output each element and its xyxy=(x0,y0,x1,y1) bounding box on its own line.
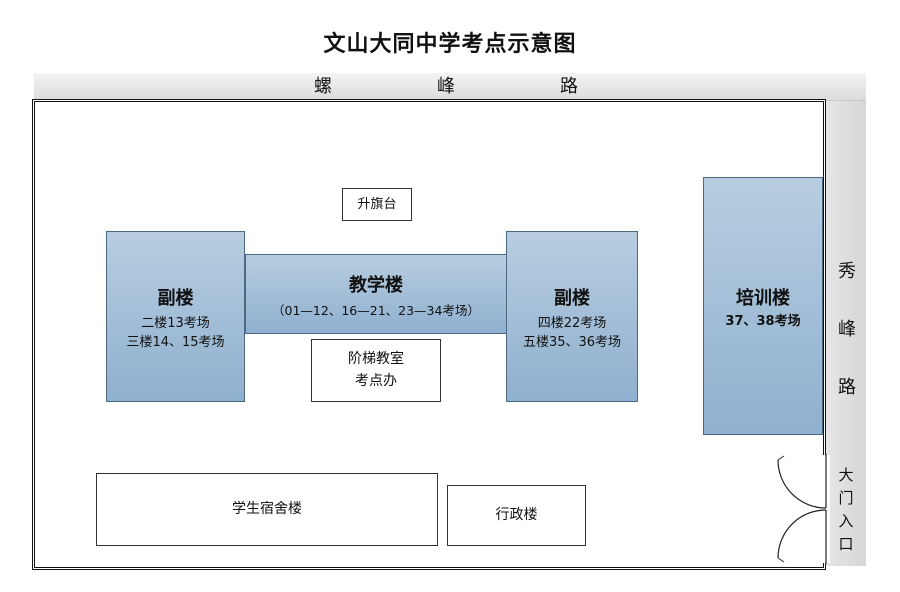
annex-right-name: 副楼 xyxy=(554,288,590,309)
lecture-hall-name: 阶梯教室 xyxy=(348,351,404,367)
annex-right-building[interactable]: 副楼 四楼22考场 五楼35、36考场 xyxy=(506,231,638,402)
road-right-char-3: 路 xyxy=(838,377,856,398)
map-title: 文山大同中学考点示意图 xyxy=(323,31,577,57)
annex-left-name: 副楼 xyxy=(157,288,194,309)
annex-right-floor-4: 四楼22考场 xyxy=(537,316,607,331)
gate-char-1: 大 xyxy=(838,466,854,484)
exam-office-label: 考点办 xyxy=(355,373,397,389)
road-top-label: 螺 峰 路 xyxy=(300,74,600,100)
annex-left-building[interactable]: 副楼 二楼13考场 三楼14、15考场 xyxy=(106,231,245,402)
road-top-char-3: 路 xyxy=(560,76,578,97)
gate-opening xyxy=(820,455,830,563)
training-building-name: 培训楼 xyxy=(736,288,790,309)
annex-left-floor-3: 三楼14、15考场 xyxy=(126,335,225,350)
road-top-char-2: 峰 xyxy=(437,76,455,97)
training-building[interactable]: 培训楼 37、38考场 xyxy=(703,177,823,435)
student-dormitory[interactable]: 学生宿舍楼 xyxy=(96,473,438,546)
annex-left-floor-2: 二楼13考场 xyxy=(141,316,210,331)
administration-building-label: 行政楼 xyxy=(495,507,538,523)
road-top-char-1: 螺 xyxy=(314,76,332,97)
road-right-char-2: 峰 xyxy=(838,319,856,340)
administration-building[interactable]: 行政楼 xyxy=(447,485,586,546)
teaching-building-name: 教学楼 xyxy=(349,275,403,296)
gate-char-4: 口 xyxy=(838,535,854,553)
main-gate-label: 大 门 入 口 xyxy=(834,464,858,556)
teaching-building[interactable]: 教学楼 （01—12、16—21、23—34考场） xyxy=(245,254,507,334)
flag-platform[interactable]: 升旗台 xyxy=(342,188,412,221)
road-right-label: 秀 峰 路 xyxy=(836,262,858,436)
main-gate-icon[interactable] xyxy=(770,452,830,566)
road-right-char-1: 秀 xyxy=(838,261,856,282)
flag-platform-label: 升旗台 xyxy=(357,197,397,212)
lecture-hall[interactable]: 阶梯教室 考点办 xyxy=(311,339,441,402)
student-dormitory-label: 学生宿舍楼 xyxy=(232,501,302,517)
teaching-building-rooms: （01—12、16—21、23—34考场） xyxy=(272,303,480,318)
annex-right-floor-5: 五楼35、36考场 xyxy=(522,335,622,350)
road-right xyxy=(826,101,866,566)
gate-char-2: 门 xyxy=(838,489,854,507)
gate-char-3: 入 xyxy=(838,512,854,530)
training-building-rooms: 37、38考场 xyxy=(725,314,801,329)
